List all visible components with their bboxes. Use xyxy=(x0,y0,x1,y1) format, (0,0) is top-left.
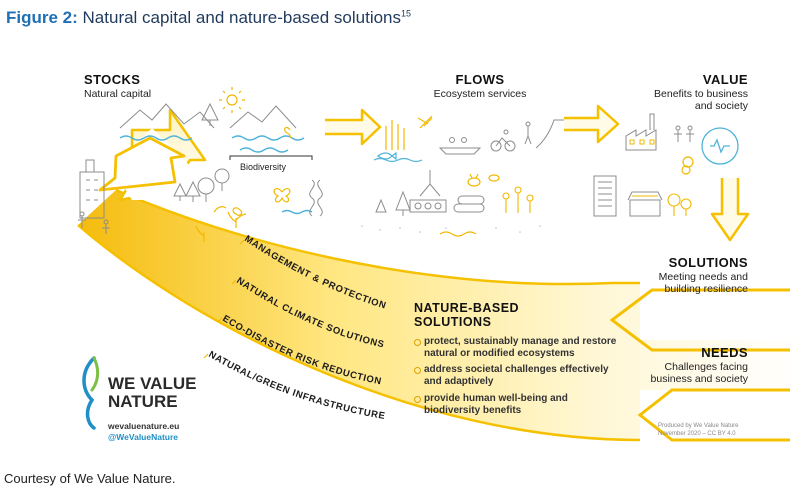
solutions-subheading-line1: Meeting needs and xyxy=(658,270,748,283)
up-arrow-to-stocks-outline xyxy=(98,136,186,192)
figure-title: Figure 2: Natural capital and nature-bas… xyxy=(6,8,411,28)
biodiversity-bracket xyxy=(229,155,313,160)
image-courtesy-caption: Courtesy of We Value Nature. xyxy=(4,471,176,486)
nbs-bullet: address societal challenges effectively … xyxy=(414,364,624,388)
coin-icon xyxy=(681,156,694,175)
logo-wordmark: WE VALUE NATURE xyxy=(108,375,218,411)
nbs-bullet-list: protect, sustainably manage and restore … xyxy=(414,336,624,417)
logs-icon xyxy=(453,195,485,213)
value-heading: VALUE xyxy=(702,72,748,87)
tree-icon-value xyxy=(667,193,692,216)
stocks-heading: STOCKS xyxy=(84,72,141,87)
solutions-subheading-line2: building resilience xyxy=(664,283,748,296)
figure-label: Figure 2: xyxy=(6,8,78,27)
produced-line1: Produced by We Value Nature xyxy=(658,423,739,429)
mountains-icon xyxy=(119,103,297,129)
tall-building-icon xyxy=(593,175,617,217)
nbs-title-line1: NATURE-BASED xyxy=(414,301,520,315)
nbs-bullet: protect, sustainably manage and restore … xyxy=(414,336,624,360)
cyclist-icon xyxy=(490,129,516,152)
worm-icon xyxy=(439,231,477,237)
logo-swoosh-icon xyxy=(82,356,100,430)
nature-based-solutions-box: NATURE-BASED SOLUTIONS protect, sustaina… xyxy=(414,301,624,422)
crane-claw-icon xyxy=(409,170,447,213)
logo-website-link[interactable]: wevaluenature.eu xyxy=(108,421,180,431)
nbs-bullet: provide human well-being and biodiversit… xyxy=(414,393,624,417)
wave-icon xyxy=(119,135,313,215)
flows-heading: FLOWS xyxy=(455,72,505,87)
value-label: VALUE Benefits to business and society xyxy=(630,72,748,113)
logo-social-handle[interactable]: @WeValueNature xyxy=(108,432,179,442)
hiker-icon xyxy=(524,119,564,149)
figure-title-text: Natural capital and nature-based solutio… xyxy=(82,8,402,27)
solutions-heading: SOLUTIONS xyxy=(668,255,748,270)
needs-subheading-line1: Challenges facing xyxy=(664,360,748,373)
factory-icon xyxy=(625,113,657,151)
biodiversity-text: Biodiversity xyxy=(240,162,287,172)
flower-icon xyxy=(502,186,534,213)
solutions-label: SOLUTIONS Meeting needs and building res… xyxy=(630,255,748,296)
tree-icon xyxy=(173,102,411,216)
value-subheading-line1: Benefits to business xyxy=(654,87,748,100)
flows-to-value-arrow xyxy=(564,104,620,144)
biodiversity-label: Biodiversity xyxy=(240,162,286,173)
needs-heading: NEEDS xyxy=(701,345,748,360)
produced-line2: November 2020 – CC BY 4.0 xyxy=(658,430,736,437)
fish-icon xyxy=(373,151,423,163)
stocks-subheading: Natural capital xyxy=(84,87,152,100)
soil-icon xyxy=(361,225,541,233)
logo-line2: NATURE xyxy=(108,391,178,411)
shop-icon xyxy=(627,191,663,217)
butterfly-icon xyxy=(232,126,291,216)
stocks-to-flows-arrow xyxy=(325,108,382,146)
boat-icon xyxy=(438,137,482,155)
person-icon xyxy=(78,125,694,234)
seedling-icon xyxy=(195,206,247,242)
flows-label: FLOWS Ecosystem services xyxy=(420,72,540,100)
bee-icon xyxy=(467,173,500,187)
flows-subheading: Ecosystem services xyxy=(433,87,527,100)
arc-spark-icons xyxy=(203,239,245,359)
needs-label: NEEDS Challenges facing business and soc… xyxy=(630,345,748,386)
dna-icon xyxy=(309,179,323,217)
return-band-outline xyxy=(77,188,641,442)
needs-subheading-line2: business and society xyxy=(650,373,748,386)
dragonfly-icon xyxy=(417,115,433,129)
building-icon xyxy=(79,159,105,219)
figure-reference: 15 xyxy=(401,8,412,19)
return-band xyxy=(78,190,800,440)
needs-chevron-upper xyxy=(609,288,790,352)
value-subheading-line2: and society xyxy=(694,100,748,113)
reeds-icon xyxy=(385,120,405,150)
stocks-label: STOCKS Natural capital xyxy=(84,72,151,100)
value-to-solutions-arrow xyxy=(710,178,750,242)
needs-chevron-lower xyxy=(637,388,790,442)
heart-pulse-icon xyxy=(701,127,739,165)
nbs-title-line2: SOLUTIONS xyxy=(414,315,492,330)
produced-by-credit: Produced by We Value Nature November 202… xyxy=(658,423,758,439)
factory-windows xyxy=(629,139,655,145)
logo-line1: WE VALUE xyxy=(108,374,197,393)
sun-icon xyxy=(219,87,245,113)
